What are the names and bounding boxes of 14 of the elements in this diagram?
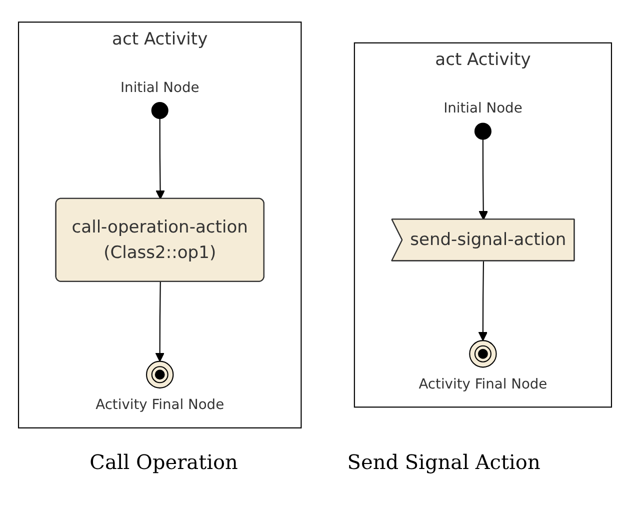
node-circle: [469, 340, 497, 368]
diagram-caption: Send Signal Action: [347, 450, 540, 474]
node-circle: [474, 122, 492, 140]
arrow: [156, 118, 165, 200]
node-circle: [151, 102, 168, 120]
node-caption: Initial Node: [120, 80, 200, 96]
arrow: [478, 261, 488, 341]
node-circle: [146, 360, 174, 388]
arrow: [478, 139, 488, 220]
node-caption: Activity Final Node: [96, 397, 224, 414]
arrow: [155, 282, 165, 362]
node-caption: Initial Node: [444, 100, 522, 117]
diagram-caption: Call Operation: [90, 450, 238, 474]
node-caption: Activity Final Node: [418, 376, 548, 392]
